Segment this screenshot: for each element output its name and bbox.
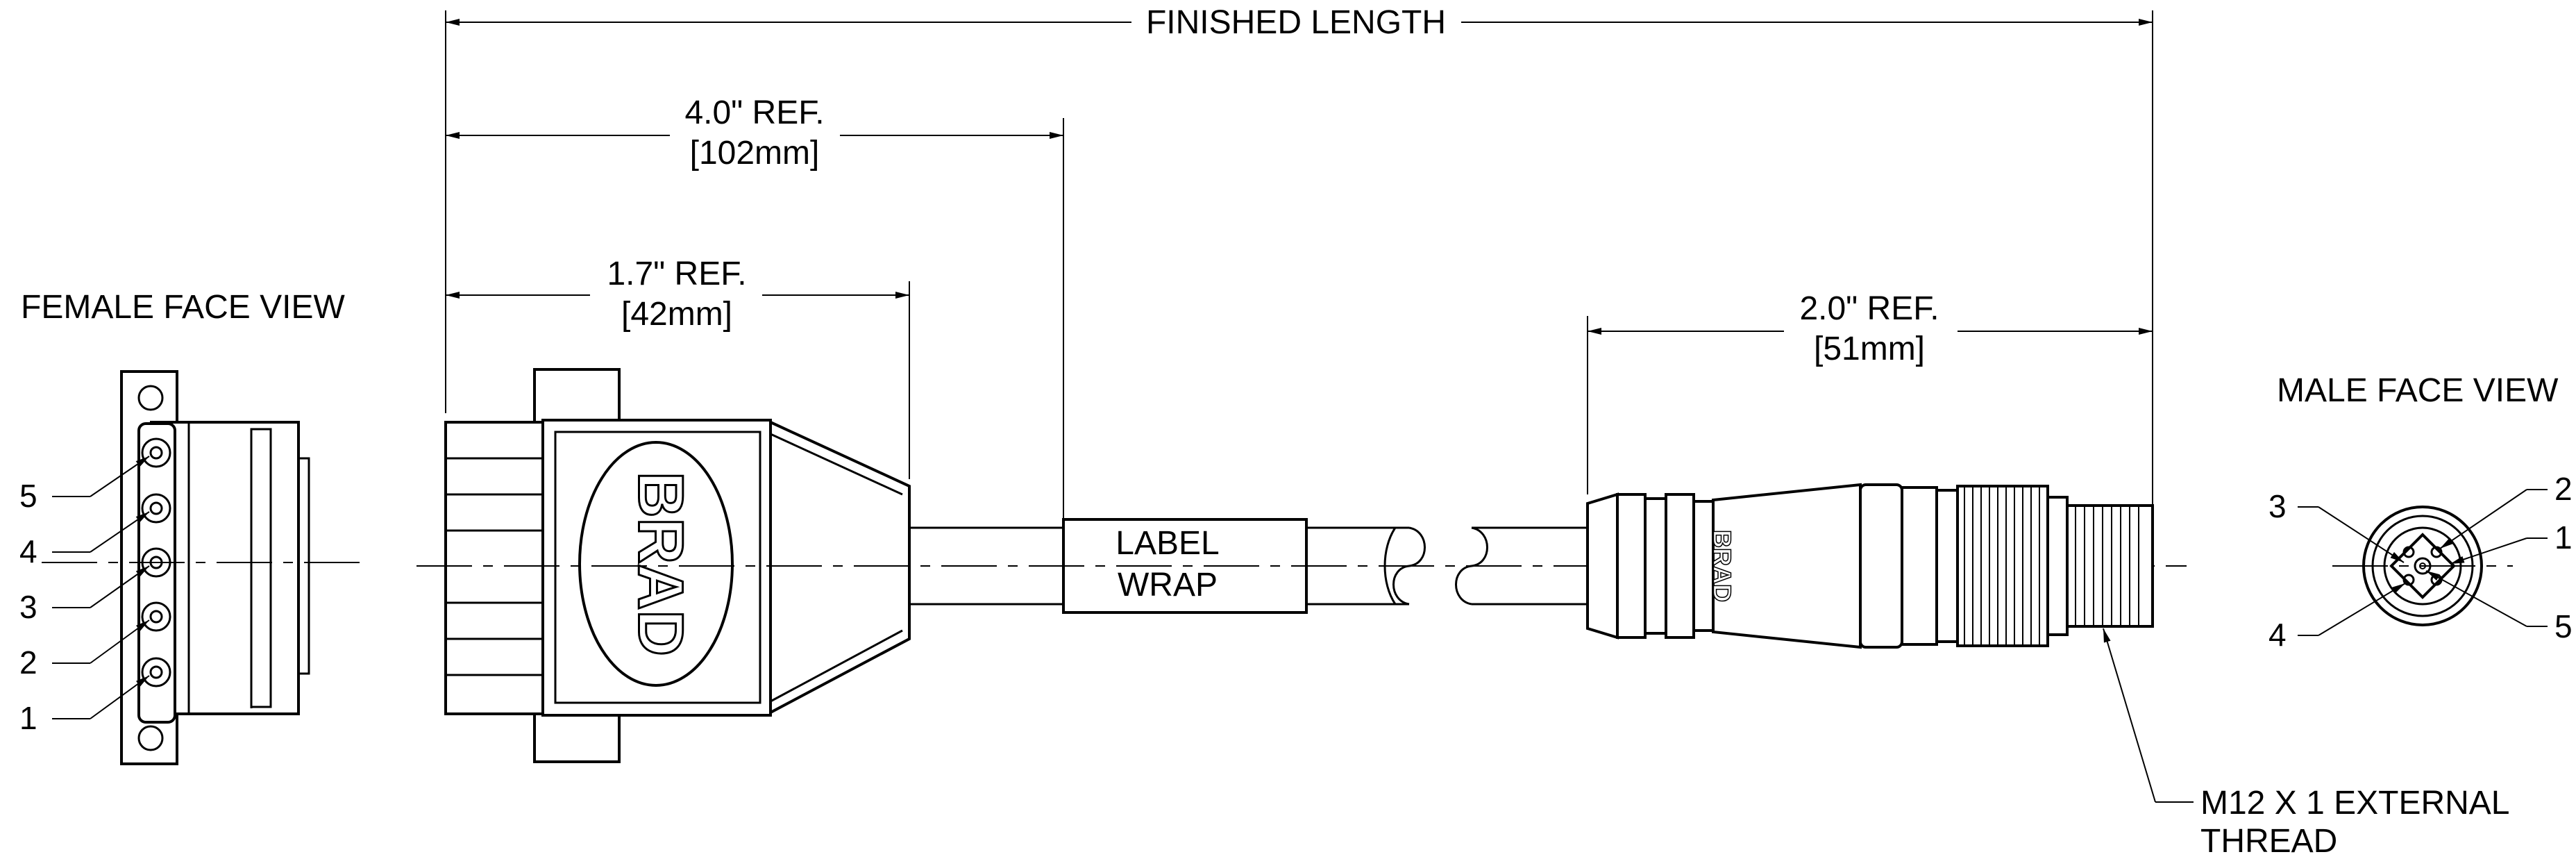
male-pin-label-4: 4 [2268,617,2287,653]
female-pin-label-1: 1 [19,700,37,736]
male-pin-label-2: 2 [2554,471,2573,507]
female-pin-label-3: 3 [19,589,37,625]
flange-hole-top [137,385,164,411]
female-face-view-title: FEMALE FACE VIEW [21,289,345,326]
dim-4in-label: 4.0" REF. [684,94,824,131]
tapered-boot [769,419,911,715]
thread-note-line1: M12 X 1 EXTERNAL [2200,785,2510,822]
dim-1-7in-label: 1.7" REF. [607,256,746,292]
dimension-lines: FINISHED LENGTH 4.0" REF. [102mm] 1.7" R… [445,4,2153,528]
dim-2in-mm-label: [51mm] [1814,331,1925,367]
male-molded-body [1712,483,1862,649]
male-pin-label-1: 1 [2554,519,2573,556]
female-pin-label-2: 2 [19,644,37,681]
male-face-view: MALE FACE VIEW 3 2 1 4 [2268,372,2573,653]
male-connector-side: BRAD [1586,483,2510,859]
male-brand-text: BRAD [1708,530,1736,602]
label-wrap-line2: WRAP [1118,567,1218,603]
female-pin-label-5: 5 [19,478,37,514]
female-pin-label-4: 4 [19,533,37,569]
ribs [446,457,543,676]
knurl-lines [1964,486,2040,646]
thread-leader [2103,628,2156,803]
male-pin-label-3: 3 [2268,488,2287,524]
female-pin-labels: 5 4 3 2 1 [19,456,150,736]
male-collar [1859,483,1903,649]
flange-hole-bottom [137,725,164,751]
male-pin-labels: 3 2 1 4 5 [2268,471,2573,653]
dim-2in-label: 2.0" REF. [1799,290,1939,327]
thread-note-line2: THREAD [2200,823,2337,859]
finished-length-label: FINISHED LENGTH [1146,4,1446,41]
brand-oval [578,441,734,687]
male-face-view-title: MALE FACE VIEW [2277,372,2559,409]
threaded-end [2066,504,2154,628]
ribbed-front [444,421,544,715]
male-pin-label-5: 5 [2554,608,2573,644]
knurled-nut [1956,485,2049,647]
strain-relief-end [1586,492,1619,640]
brand-logo-text: BRAD [625,472,696,656]
dim-1-7in-mm-label: [42mm] [621,296,732,333]
dim-4in-mm-label: [102mm] [690,135,820,172]
label-wrap-line1: LABEL [1116,525,1219,562]
female-face-view: FEMALE FACE VIEW 5 4 [19,289,361,765]
thread-lines [2075,506,2139,626]
